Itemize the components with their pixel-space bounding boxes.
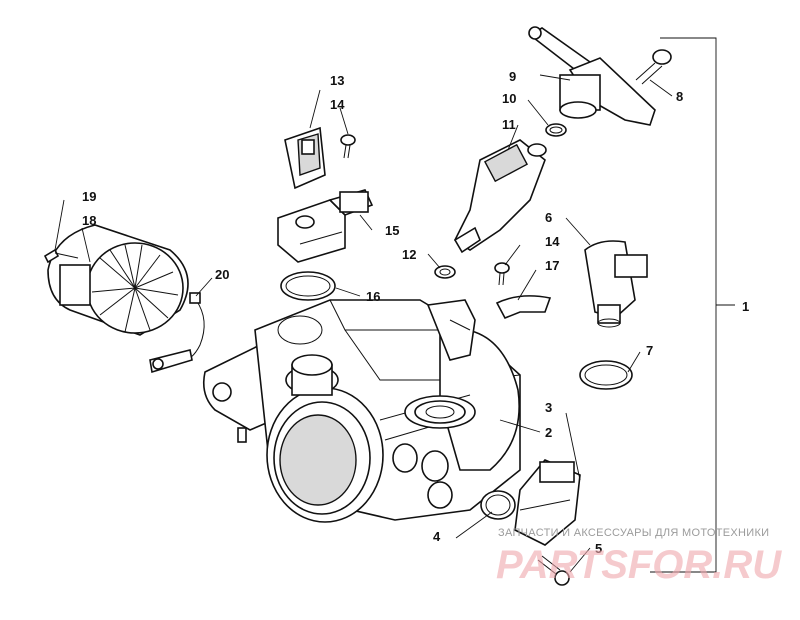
idle-sensor [584,240,648,328]
o-ring-10 [545,123,567,137]
fuel-injector [453,139,547,254]
callout-14: 14 [330,97,345,112]
callout-14-right: 14 [545,234,560,249]
throttle-cover [43,224,189,336]
callout-10: 10 [502,91,516,106]
callout-11: 11 [502,117,516,132]
callout-7: 7 [646,343,653,358]
map-sensor [277,189,374,263]
callout-4: 4 [433,529,441,544]
tps-sensor [514,459,581,546]
callout-1: 1 [742,299,749,314]
callout-13: 13 [330,73,344,88]
o-ring-16 [280,271,336,301]
wire-harness [149,292,205,374]
throttle-body [202,299,521,523]
callout-15: 15 [385,223,399,238]
o-ring-7 [579,360,633,390]
watermark-tagline: ЗАПЧАСТИ И АКСЕССУАРЫ ДЛЯ МОТОТЕХНИКИ [498,527,769,539]
o-ring-12 [434,265,456,279]
callout-9: 9 [509,69,516,84]
fuel-rail [528,26,672,126]
callout-16: 16 [366,289,380,304]
callout-3: 3 [545,400,552,415]
callout-18: 18 [82,213,96,228]
screw-5 [537,555,570,586]
leader-lines [54,74,673,573]
watermark: ЗАПЧАСТИ И АКСЕССУАРЫ ДЛЯ МОТОТЕХНИКИ PA… [496,527,782,587]
callout-19: 19 [82,189,96,204]
callout-20: 20 [215,267,229,282]
callout-8: 8 [676,89,683,104]
callout-5: 5 [595,541,602,556]
callout-2: 2 [545,425,552,440]
retaining-clip [494,262,552,320]
callout-12: 12 [402,247,416,262]
sensor-bracket [284,126,356,190]
callouts: 1 2 3 4 5 6 7 8 9 10 11 12 13 14 14 15 1… [82,69,749,556]
assembly-bracket [650,37,735,573]
watermark-brand: PARTSFOR.RU [496,543,782,587]
callout-6: 6 [545,210,552,225]
callout-17: 17 [545,258,559,273]
o-ring-4 [480,490,516,520]
